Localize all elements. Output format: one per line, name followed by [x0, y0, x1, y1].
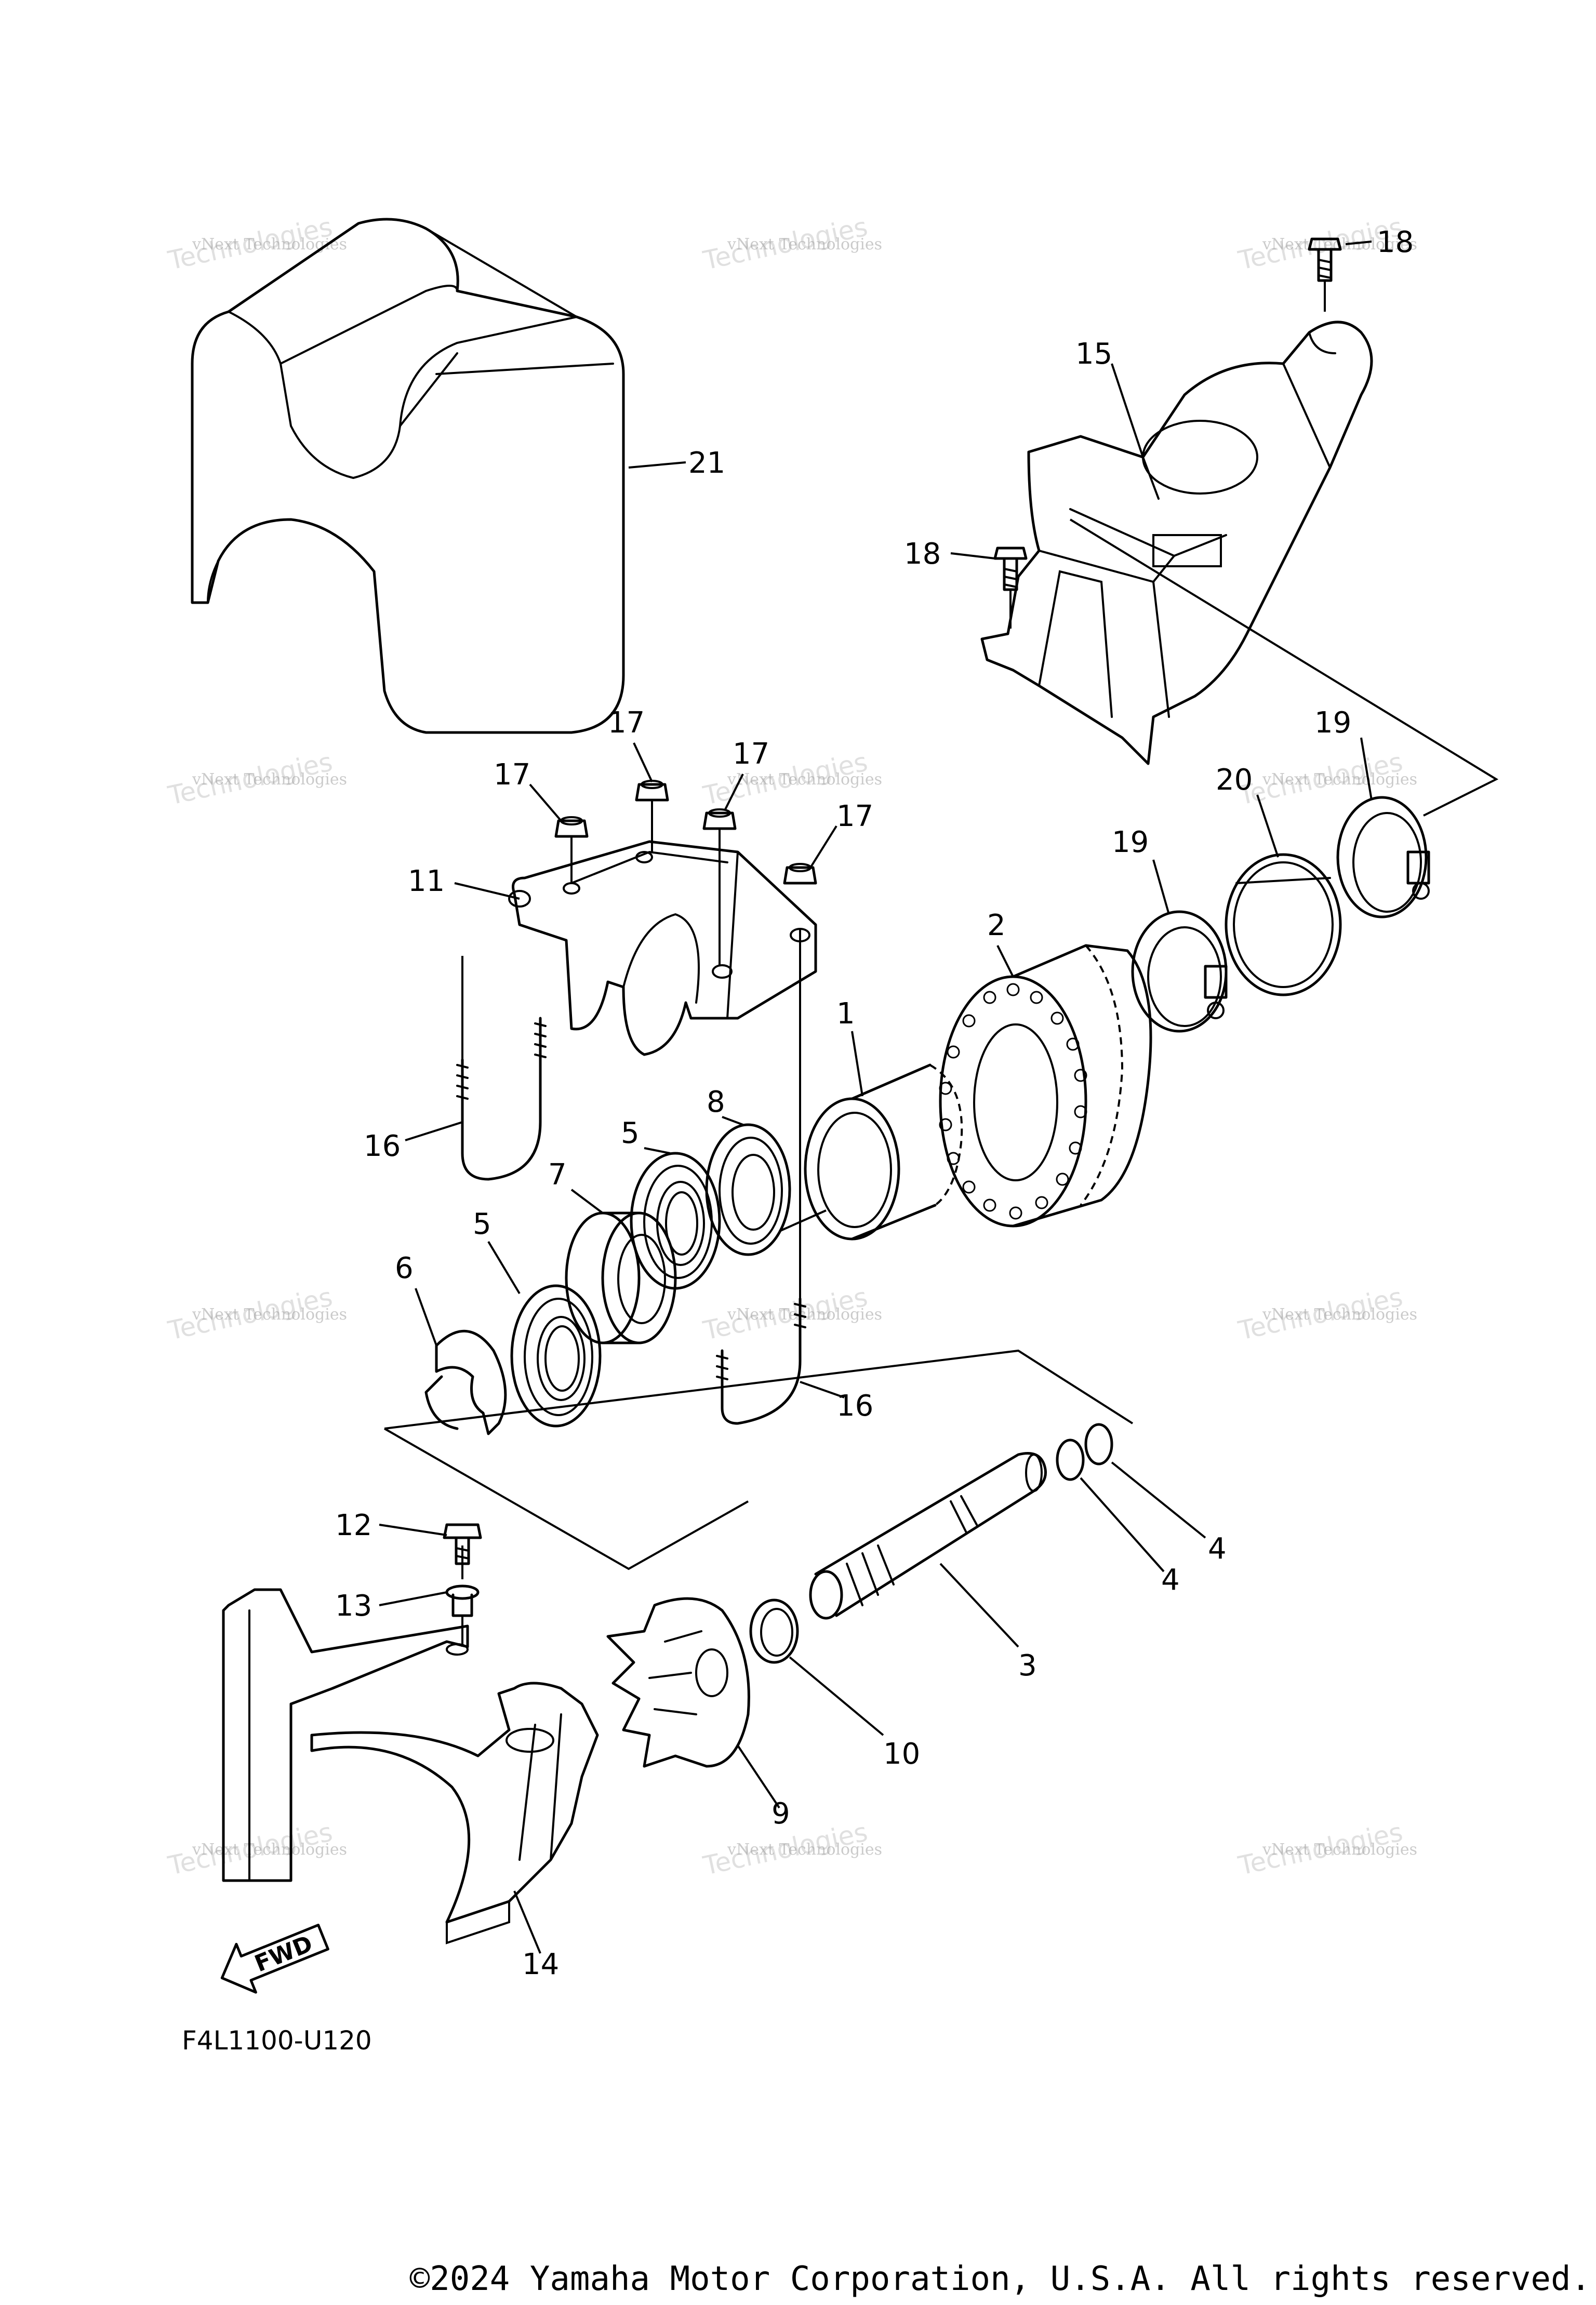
part-21-cover	[191, 218, 625, 734]
part-19-hose-clamp	[1336, 796, 1430, 918]
watermark: Technologies vNext Technologies	[165, 747, 347, 811]
callout-3: 3	[1018, 1649, 1037, 1683]
fwd-arrow-icon: FWD	[220, 1924, 329, 1994]
callout-16-right: 16	[836, 1389, 873, 1423]
svg-text:vNext Technologies: vNext Technologies	[1262, 770, 1417, 789]
assembly-lines	[384, 281, 1499, 1647]
svg-text:vNext Technologies: vNext Technologies	[727, 770, 882, 789]
axis-line	[779, 1209, 827, 1232]
part-19-hose-clamp	[1131, 910, 1228, 1033]
part-1-sleeve	[804, 1063, 963, 1241]
watermark: Technologies vNext Technologies	[700, 1817, 882, 1881]
callout-17: 17	[733, 737, 769, 771]
part-6-circlip	[424, 1329, 507, 1435]
fwd-label: FWD	[251, 1930, 316, 1977]
svg-text:vNext Technologies: vNext Technologies	[192, 1305, 347, 1324]
callout-1: 1	[836, 997, 855, 1031]
part-16-u-bolt-right	[716, 1297, 806, 1425]
part-11-bearing-housing	[508, 840, 817, 1056]
callout-9: 9	[772, 1797, 790, 1831]
svg-text:vNext Technologies: vNext Technologies	[1262, 1841, 1417, 1859]
watermark: Technologies vNext Technologies	[1235, 747, 1417, 811]
svg-text:vNext Technologies: vNext Technologies	[727, 235, 882, 254]
callout-13: 13	[335, 1589, 372, 1623]
watermark: Technologies vNext Technologies	[165, 1282, 347, 1346]
callout-19: 19	[1112, 825, 1149, 859]
part-10-washer	[749, 1598, 799, 1664]
callout-10: 10	[883, 1737, 920, 1771]
svg-text:vNext Technologies: vNext Technologies	[192, 1841, 347, 1859]
part-9-impeller	[606, 1597, 750, 1768]
watermark: Technologies vNext Technologies	[700, 1282, 882, 1346]
part-3-drive-shaft	[809, 1452, 1047, 1620]
callout-11: 11	[408, 864, 445, 898]
watermark: Technologies vNext Technologies	[700, 211, 882, 276]
callout-8: 8	[707, 1085, 725, 1119]
svg-text:vNext Technologies: vNext Technologies	[192, 235, 347, 254]
svg-text:vNext Technologies: vNext Technologies	[1262, 1305, 1417, 1324]
svg-text:vNext Technologies: vNext Technologies	[727, 1305, 882, 1324]
callout-2: 2	[987, 909, 1006, 942]
callout-20: 20	[1216, 763, 1253, 797]
callout-14: 14	[522, 1948, 559, 1981]
figure-code: F4L1100-U120	[182, 2026, 372, 2056]
part-20-sleeve	[1225, 853, 1342, 996]
callout-6: 6	[395, 1251, 414, 1285]
watermark: Technologies vNext Technologies	[1235, 1817, 1417, 1881]
callout-4: 4	[1208, 1532, 1227, 1566]
watermark: Technologies vNext Technologies	[165, 1817, 347, 1881]
callout-17: 17	[494, 758, 530, 792]
callout-5: 5	[473, 1207, 491, 1241]
part-4-o-ring	[1084, 1423, 1113, 1465]
watermark: Technologies vNext Technologies	[165, 211, 347, 276]
part-2-liner	[939, 944, 1152, 1228]
callout-15: 15	[1075, 337, 1112, 371]
callout-17: 17	[836, 800, 873, 833]
callouts: 21 18 15 18 17 17 17 17 11 16 16 2 1 19 …	[335, 225, 1414, 1981]
callout-18-top: 18	[1377, 225, 1414, 259]
callout-18-side: 18	[904, 537, 941, 571]
part-18-bolt-side	[993, 547, 1028, 591]
copyright-notice: ©2024 Yamaha Motor Corporation, U.S.A. A…	[409, 2260, 1591, 2298]
callout-16-left: 16	[364, 1129, 401, 1163]
part-16-u-bolt-left	[456, 1017, 547, 1181]
part-14-deflector	[222, 1588, 599, 1944]
part-7-bearing	[565, 1211, 677, 1344]
liner-holes	[939, 983, 1087, 1220]
part-15-pump-housing	[980, 321, 1373, 765]
part-17-nut	[635, 780, 669, 802]
callout-19: 19	[1314, 706, 1351, 740]
callout-4: 4	[1161, 1563, 1180, 1597]
callout-7: 7	[548, 1158, 567, 1192]
leader-lines	[379, 241, 1373, 1954]
callout-21: 21	[688, 446, 725, 480]
watermark: Technologies vNext Technologies	[1235, 1282, 1417, 1346]
part-5-oil-seal	[510, 1284, 602, 1428]
part-8-oil-seal	[705, 1123, 791, 1256]
part-4-o-ring	[1056, 1438, 1085, 1481]
callout-5: 5	[621, 1116, 640, 1150]
part-13-collar	[445, 1584, 480, 1617]
watermarks: Technologies vNext Technologies Technolo…	[165, 211, 1417, 1881]
part-17-nut	[702, 808, 737, 830]
svg-text:vNext Technologies: vNext Technologies	[727, 1841, 882, 1859]
callout-12: 12	[335, 1509, 372, 1542]
callout-17: 17	[608, 706, 645, 740]
svg-text:vNext Technologies: vNext Technologies	[192, 770, 347, 789]
